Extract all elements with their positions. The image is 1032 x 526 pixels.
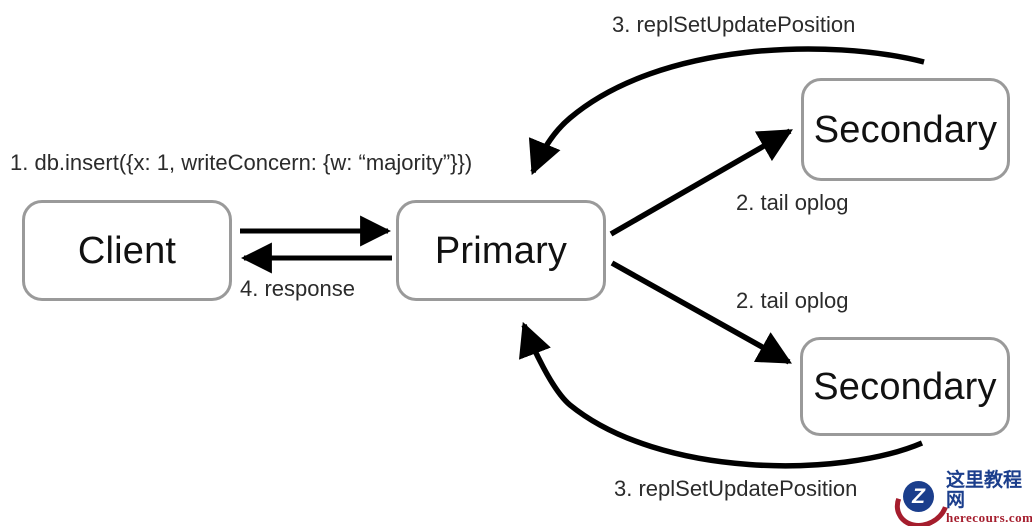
edge-label-insert: 1. db.insert({x: 1, writeConcern: {w: “m… xyxy=(10,150,473,175)
edge-label-response: 4. response xyxy=(240,276,355,301)
watermark-site-url: herecours.com xyxy=(946,510,1032,526)
edge-primary-to-secondary-top xyxy=(609,128,793,237)
node-client[interactable]: Client xyxy=(22,200,232,301)
edge-label-replsetupdateposition-top: 3. replSetUpdatePosition xyxy=(612,12,856,37)
node-secondary-bottom-label: Secondary xyxy=(813,365,997,408)
edge-label-tail-oplog-bottom: 2. tail oplog xyxy=(736,288,849,313)
edge-label-tail-oplog-top: 2. tail oplog xyxy=(736,190,849,215)
node-secondary-top[interactable]: Secondary xyxy=(801,78,1010,181)
watermark-logo-icon: Z xyxy=(886,468,958,526)
watermark: Z 这里教程网 herecours.com xyxy=(886,468,1032,526)
watermark-text: 这里教程网 herecours.com xyxy=(946,471,1032,525)
edge-label-replsetupdateposition-bottom: 3. replSetUpdatePosition xyxy=(614,476,858,501)
watermark-site-name: 这里教程网 xyxy=(946,470,1023,512)
watermark-globe-icon: Z xyxy=(903,481,934,512)
node-client-label: Client xyxy=(77,229,177,272)
node-primary-label: Primary xyxy=(434,229,568,272)
node-secondary-top-label: Secondary xyxy=(813,108,998,151)
node-secondary-bottom[interactable]: Secondary xyxy=(800,337,1010,436)
node-primary[interactable]: Primary xyxy=(396,200,606,301)
